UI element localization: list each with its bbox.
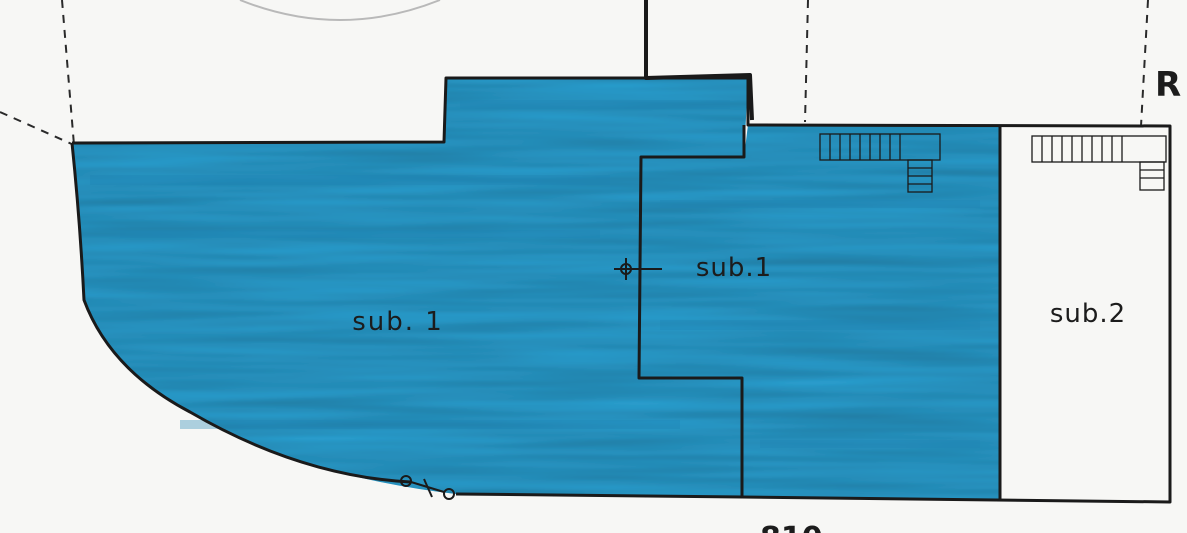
boundary-marker-middle (614, 258, 662, 280)
dashed-line-right-vertical (1140, 0, 1149, 127)
marker-streaks (90, 100, 980, 448)
bottom-number-text: 810 (760, 521, 823, 533)
dashed-line-left-diagonal (0, 111, 75, 146)
dashed-boundaries (0, 0, 1149, 146)
outline-outer (71, 76, 1172, 504)
parcel-label-sub1-left: sub. 1 (352, 307, 444, 337)
corner-letter: R (1155, 65, 1181, 105)
plan-outlines (70, 0, 1172, 504)
boundary-marker-bottom (400, 475, 455, 500)
blue-area (72, 78, 1000, 500)
parcel-label-sub1-right: sub.1 (696, 253, 772, 283)
stamp-arc (239, 0, 441, 21)
stair-symbol-left (819, 133, 941, 193)
outline-internal-divider (637, 125, 746, 497)
dashed-line-middle-vertical (804, 0, 809, 123)
dashed-line-left-vertical (61, 0, 75, 146)
parcel-label-sub2: sub.2 (1050, 299, 1126, 329)
outline-top-wall (644, 0, 754, 121)
outline-curve (70, 142, 411, 484)
stair-symbol-right (1031, 135, 1167, 191)
parcel-sub1-right-fill (639, 125, 1000, 500)
parcel-sub1-left-fill (72, 78, 748, 497)
